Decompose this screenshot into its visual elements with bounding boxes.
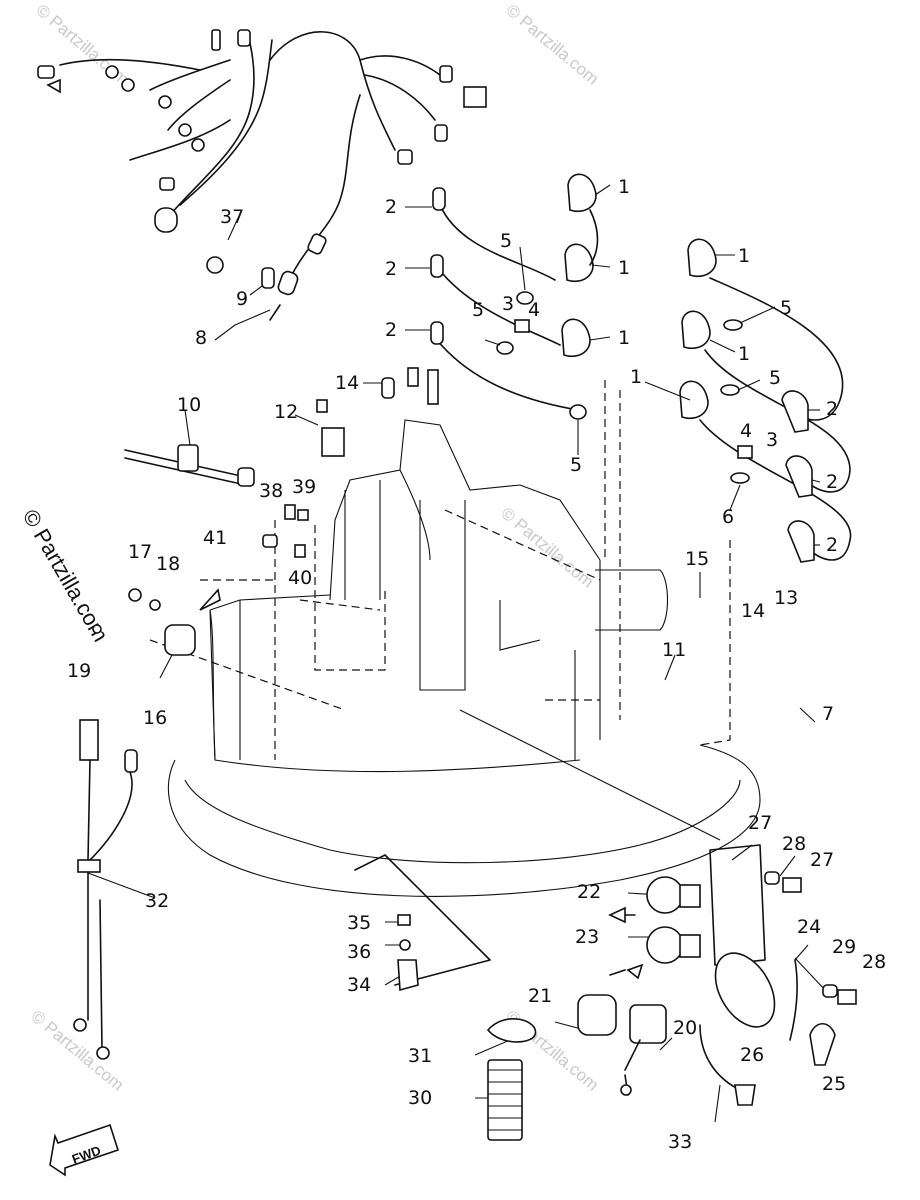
callout-number: 3 bbox=[502, 293, 514, 315]
callout-number: 12 bbox=[274, 401, 298, 423]
left-parts bbox=[73, 256, 439, 1060]
callout-number: 18 bbox=[156, 553, 180, 575]
lower-clamps-and-hose bbox=[354, 854, 537, 1141]
callout-number: 17 bbox=[128, 541, 152, 563]
callout-number: 4 bbox=[740, 420, 752, 442]
callout-number: 30 bbox=[408, 1087, 432, 1109]
callout-number: 28 bbox=[862, 951, 886, 973]
callout-number: 5 bbox=[570, 454, 582, 476]
callout-number: 5 bbox=[780, 297, 792, 319]
callout-number: 36 bbox=[347, 941, 371, 963]
engine-block bbox=[149, 380, 731, 773]
callout-number: 19 bbox=[67, 660, 91, 682]
callout-number: 20 bbox=[673, 1017, 697, 1039]
plug-caps bbox=[430, 173, 852, 563]
starter-relays bbox=[577, 844, 857, 1106]
callout-number: 1 bbox=[618, 257, 630, 279]
callout-number: 35 bbox=[347, 912, 371, 934]
callout-number: 2 bbox=[826, 534, 838, 556]
callout-number: 9 bbox=[236, 288, 248, 310]
callout-number: 14 bbox=[741, 600, 765, 622]
callout-number: 11 bbox=[662, 639, 686, 661]
callout-number: 23 bbox=[575, 926, 599, 948]
callout-number: 4 bbox=[528, 299, 540, 321]
callout-number: 31 bbox=[408, 1045, 432, 1067]
callout-number: 32 bbox=[145, 890, 169, 912]
bottom-cowling bbox=[167, 600, 761, 897]
watermark: © Partzilla.com bbox=[502, 1, 602, 89]
callout-numbers: 1 1 1 1 1 1 2 2 2 2 2 2 3 3 4 4 5 5 5 5 … bbox=[67, 176, 886, 1153]
callout-number: 21 bbox=[528, 985, 552, 1007]
callout-number: 24 bbox=[797, 916, 821, 938]
callout-number: 29 bbox=[832, 936, 856, 958]
callout-number: 1 bbox=[738, 343, 750, 365]
callout-number: 2 bbox=[385, 196, 397, 218]
callout-number: 13 bbox=[774, 587, 798, 609]
wire-harness bbox=[37, 29, 487, 321]
callout-number: 37 bbox=[220, 206, 244, 228]
callout-number: 5 bbox=[500, 230, 512, 252]
callout-number: 40 bbox=[288, 567, 312, 589]
callout-number: 5 bbox=[472, 299, 484, 321]
callout-number: 27 bbox=[748, 812, 772, 834]
fwd-arrow: FWD bbox=[49, 1123, 120, 1177]
callout-number: 14 bbox=[335, 372, 359, 394]
callout-number: 1 bbox=[618, 176, 630, 198]
callout-number: 8 bbox=[195, 327, 207, 349]
callout-number: 2 bbox=[385, 258, 397, 280]
callout-number: 3 bbox=[766, 429, 778, 451]
callout-number: 39 bbox=[292, 476, 316, 498]
callout-number: 5 bbox=[769, 367, 781, 389]
callout-number: 1 bbox=[738, 245, 750, 267]
watermark: © Partzilla.com bbox=[497, 504, 597, 592]
callout-number: 27 bbox=[810, 849, 834, 871]
callout-number: 2 bbox=[826, 398, 838, 420]
callout-number: 22 bbox=[577, 881, 601, 903]
callout-number: 33 bbox=[668, 1131, 692, 1153]
callout-number: 1 bbox=[618, 327, 630, 349]
callout-number: 2 bbox=[826, 471, 838, 493]
callout-number: 16 bbox=[143, 707, 167, 729]
callout-number: 10 bbox=[177, 394, 201, 416]
callout-number: 38 bbox=[259, 480, 283, 502]
callout-number: 1 bbox=[630, 366, 642, 388]
callout-number: 41 bbox=[203, 527, 227, 549]
callout-number: 26 bbox=[740, 1044, 764, 1066]
callout-number: 34 bbox=[347, 974, 371, 996]
callout-number: 2 bbox=[385, 319, 397, 341]
callout-number: 25 bbox=[822, 1073, 846, 1095]
callout-number: 7 bbox=[822, 703, 834, 725]
callout-number: 6 bbox=[722, 506, 734, 528]
cooling-pipe bbox=[124, 444, 255, 487]
callout-number: 28 bbox=[782, 833, 806, 855]
watermark-layer: © Partzilla.com © Partzilla.com © Partzi… bbox=[27, 1, 602, 1095]
callout-number: 15 bbox=[685, 548, 709, 570]
